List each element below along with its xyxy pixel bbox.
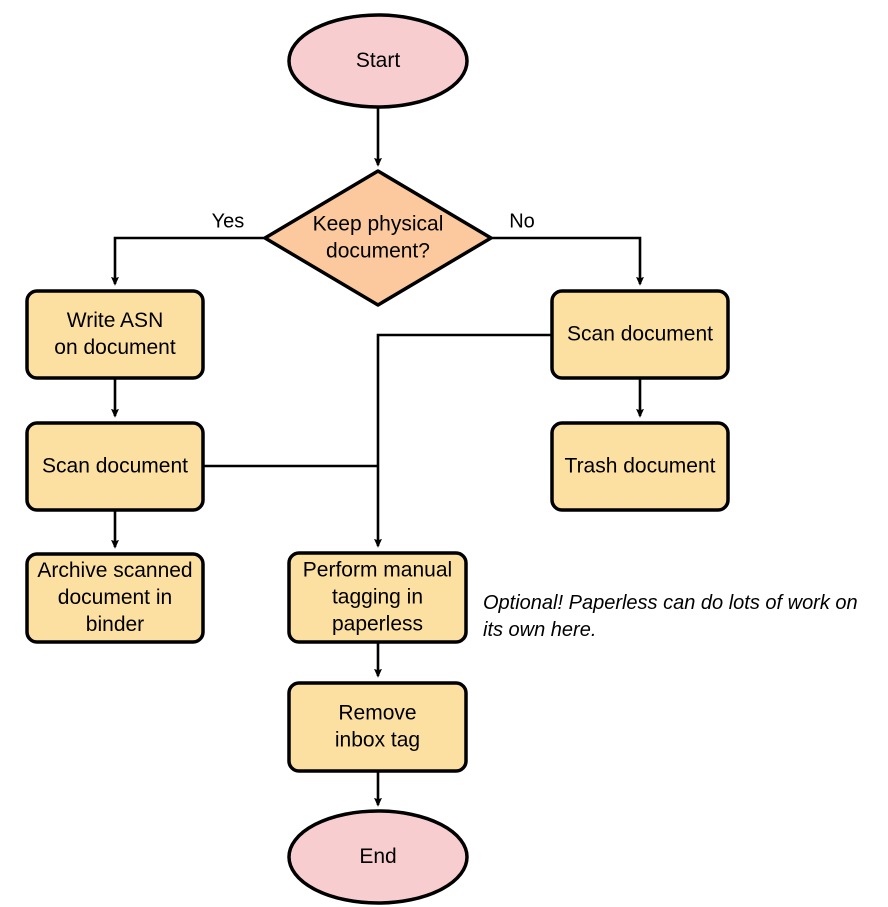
node-label: Start [356,49,401,72]
node-start[interactable]: Start [287,13,469,109]
node-label: Scan document [42,454,188,477]
node-label: End [359,845,396,868]
node-scan-document-right[interactable]: Scan document [550,289,730,380]
edge-decision-no-to-scan-right: No [492,210,644,286]
process-shape [550,421,730,512]
terminator-shape [287,13,469,109]
annotations-layer: Optional! Paperless can do lots of work … [483,592,858,641]
process-shape [550,289,730,380]
edges-layer: Yes No [111,107,644,807]
node-trash-document[interactable]: Trash document [550,421,730,512]
terminator-shape [287,809,469,905]
node-scan-document-left[interactable]: Scan document [25,421,205,512]
node-label: Scan document [567,322,713,345]
edge-label-no: No [509,210,535,232]
edge-scan-right-to-manual-tagging [374,333,552,548]
annotation-optional-note: Optional! Paperless can do lots of work … [483,592,858,641]
node-end[interactable]: End [287,809,469,905]
process-shape [287,681,468,773]
decision-shape [263,169,493,307]
edge-label-yes: Yes [212,210,245,232]
process-shape [25,289,205,380]
process-shape [25,552,205,644]
process-shape [287,551,468,644]
edge-path [374,333,552,548]
edge-decision-yes-to-write-asn: Yes [111,210,265,286]
process-shape [25,421,205,512]
edge-path [492,236,644,286]
edge-path [111,236,265,286]
node-label: Trash document [565,454,716,477]
